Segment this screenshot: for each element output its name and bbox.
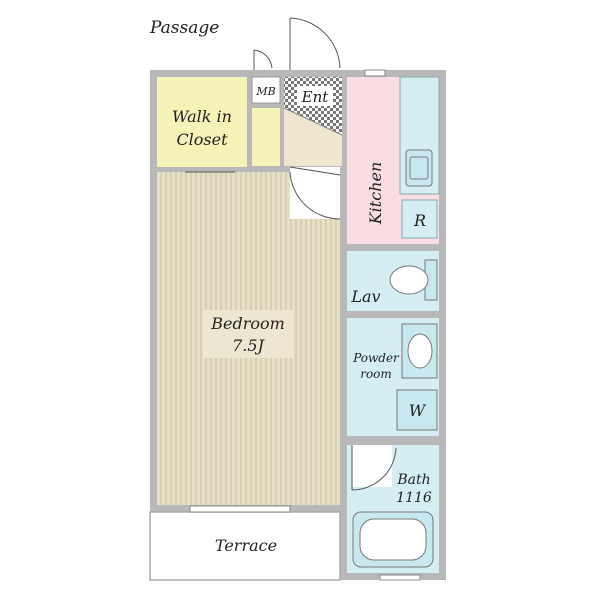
- bedroom-label: Bedroom: [210, 314, 285, 333]
- bath-door-gap: [352, 445, 392, 487]
- entry-step-line: [283, 107, 343, 136]
- bedroom-door: [289, 166, 341, 176]
- toilet-bowl: [389, 265, 429, 295]
- refrigerator-label: R: [413, 211, 426, 230]
- kitchen-sink: [405, 149, 433, 187]
- bath-label: Bath: [396, 472, 430, 488]
- mb-door-arc: [253, 49, 273, 69]
- bath-size-label: 1116: [396, 490, 432, 506]
- passage-label: Passage: [149, 18, 219, 38]
- walk-in-closet: [157, 77, 247, 167]
- room-label: room: [360, 367, 392, 381]
- mb-label: MB: [255, 85, 275, 98]
- powder-label: Powder: [352, 351, 400, 365]
- terrace-window: [189, 505, 291, 513]
- bedroom-size-label: 7.5J: [232, 336, 265, 355]
- washer-space: [396, 389, 438, 431]
- bath-window: [379, 574, 421, 581]
- lav-label: Lav: [350, 287, 380, 306]
- bedroom-door-gap: [290, 167, 340, 219]
- bath-door-arc: [351, 447, 397, 491]
- kitchen-label: Kitchen: [366, 162, 385, 226]
- entry-floor: [284, 108, 342, 166]
- bathtub-inner: [359, 518, 427, 561]
- bedroom-door-arc: [289, 171, 341, 220]
- storage-closet: [252, 108, 280, 166]
- kitchen-window: [364, 69, 386, 77]
- entrance-label: Ent: [301, 88, 330, 106]
- washer-label: W: [409, 401, 427, 420]
- bedroom-label-bg: [203, 310, 293, 358]
- entry-label-bg: [297, 86, 333, 106]
- meter-box: [251, 76, 281, 104]
- entrance-door-arc: [289, 17, 341, 69]
- closet-label: Closet: [176, 130, 228, 149]
- walk-in-label: Walk in: [172, 107, 232, 126]
- refrigerator: [401, 199, 438, 239]
- sink-basin: [409, 156, 429, 180]
- terrace-label: Terrace: [215, 536, 277, 555]
- vanity-basin: [407, 333, 433, 369]
